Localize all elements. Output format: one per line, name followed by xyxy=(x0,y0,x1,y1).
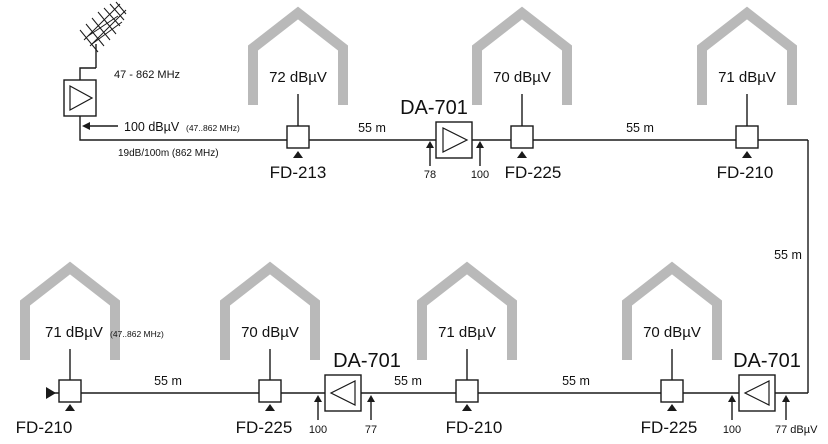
amp-bottom-2-out-level: 77 dBµV xyxy=(775,424,818,436)
tap-fd225-top-label: FD-225 xyxy=(505,163,562,182)
house-7 xyxy=(622,261,722,360)
tap-fd210-top xyxy=(735,125,759,149)
distance-top-2: 55 m xyxy=(626,121,654,135)
house-6-level: 71 dBµV xyxy=(438,324,496,341)
tap-fd213 xyxy=(286,125,310,149)
distance-right-vertical: 55 m xyxy=(774,248,802,262)
house-2-level: 70 dBµV xyxy=(493,69,551,86)
amp-top-label: DA-701 xyxy=(400,97,468,119)
tap-marker-icon xyxy=(462,404,472,411)
distance-bottom-1: 55 m xyxy=(154,374,182,388)
house-1 xyxy=(248,6,348,105)
antenna-icon xyxy=(79,1,127,68)
amp-bottom-2-in-level: 100 xyxy=(723,424,741,436)
house-6 xyxy=(417,261,517,360)
tap-marker-icon xyxy=(265,404,275,411)
amp-top xyxy=(435,121,473,159)
headend-arrow-icon xyxy=(82,122,90,130)
tap-fd213-label: FD-213 xyxy=(270,163,327,182)
distance-bottom-2: 55 m xyxy=(394,374,422,388)
headend-amplifier xyxy=(63,79,97,117)
tap-fd210-bottom-left xyxy=(58,379,82,403)
house-5-level: 70 dBµV xyxy=(241,324,299,341)
distance-top-1: 55 m xyxy=(358,121,386,135)
house-7-level: 70 dBµV xyxy=(643,324,701,341)
house-4-range: (47..862 MHz) xyxy=(110,329,164,339)
house-5 xyxy=(220,261,320,360)
headend-level-label: 100 dBµV xyxy=(124,120,180,134)
house-2 xyxy=(472,6,572,105)
amp-bottom-1-label: DA-701 xyxy=(333,350,401,372)
amp-bottom-1 xyxy=(324,374,362,412)
tap-marker-icon xyxy=(742,151,752,158)
tap-fd225-bottom-1 xyxy=(258,379,282,403)
tap-fd210-top-label: FD-210 xyxy=(717,163,774,182)
tap-fd225-bottom-2-label: FD-225 xyxy=(641,418,698,437)
feed-arrow-icon xyxy=(46,387,56,399)
amp-bottom-2-label: DA-701 xyxy=(733,350,801,372)
house-1-level: 72 dBµV xyxy=(269,69,327,86)
distance-bottom-3: 55 m xyxy=(562,374,590,388)
tap-marker-icon xyxy=(517,151,527,158)
tap-fd225-top xyxy=(510,125,534,149)
amp-bottom-1-out-level: 77 xyxy=(365,424,377,436)
level-arrows xyxy=(314,141,790,420)
house-3 xyxy=(697,6,797,105)
tap-fd210-bottom-mid xyxy=(455,379,479,403)
amp-top-in-level: 78 xyxy=(424,169,436,181)
amp-bottom-2 xyxy=(738,374,776,412)
amp-top-out-level: 100 xyxy=(471,169,489,181)
house-4 xyxy=(20,261,120,360)
tap-fd225-bottom-2 xyxy=(660,379,684,403)
amp-bottom-1-in-level: 100 xyxy=(309,424,327,436)
tap-fd210-bottom-left-label: FD-210 xyxy=(16,418,73,437)
attenuation-label: 19dB/100m (862 MHz) xyxy=(118,148,219,159)
tap-marker-icon xyxy=(65,404,75,411)
tap-fd225-bottom-1-label: FD-225 xyxy=(236,418,293,437)
house-4-level: 71 dBµV xyxy=(45,324,103,341)
tap-marker-icon xyxy=(667,404,677,411)
headend-range-label: (47..862 MHz) xyxy=(186,123,240,133)
houses xyxy=(20,6,797,360)
tap-fd210-bottom-mid-label: FD-210 xyxy=(446,418,503,437)
tap-marker-icon xyxy=(293,151,303,158)
antenna-band-label: 47 - 862 MHz xyxy=(114,69,180,81)
house-3-level: 71 dBµV xyxy=(718,69,776,86)
